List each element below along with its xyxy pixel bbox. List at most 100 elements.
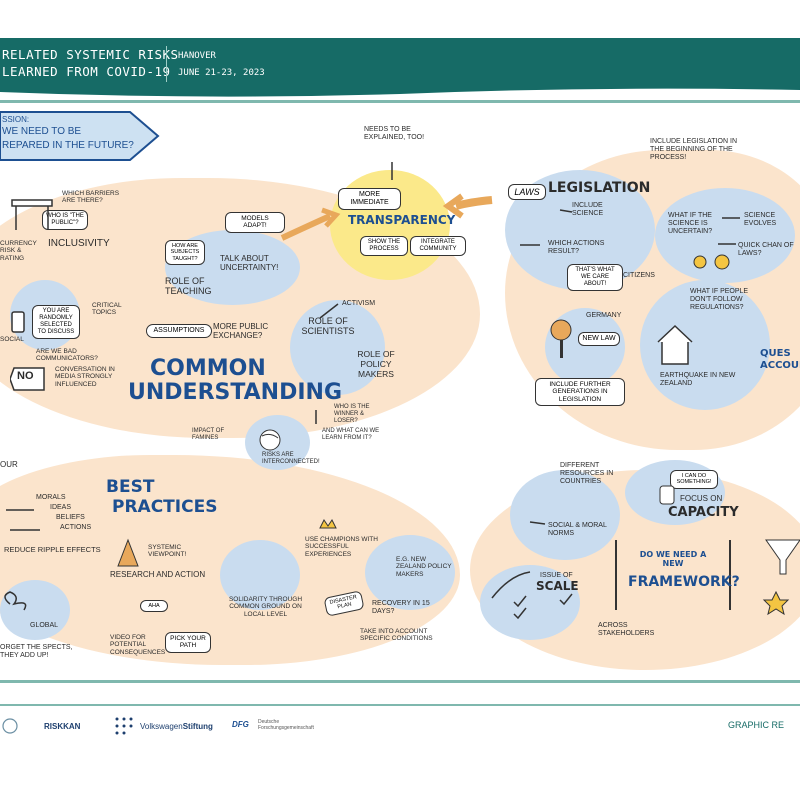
bottom-rule-lower: [0, 704, 800, 706]
best-practices-title-line-1: Best: [106, 477, 155, 497]
earthquake-label: Earthquake in New Zealand: [660, 372, 736, 388]
framework-word: Framework?: [628, 574, 740, 590]
randomly-selected-box: You are randomly selected to discuss: [32, 305, 80, 339]
champions-circle: [365, 535, 455, 610]
volcano-icon: [117, 538, 139, 567]
actions-label: Actions: [60, 524, 92, 531]
recovery-label: Recovery in 15 days?: [372, 600, 430, 616]
use-champions: Use champions with successful experience…: [305, 536, 378, 558]
media-conversation: Conversation in media strongly influence…: [55, 366, 115, 388]
common-understanding-title-line-2: Understanding: [128, 380, 343, 405]
include-legislation-note: Include legislation in the beginning of …: [650, 138, 738, 162]
role-policy-makers: Role of policy makers: [357, 349, 395, 379]
germany-label: Germany: [586, 312, 622, 319]
social-moral-norms: Social & moral norms: [548, 522, 607, 538]
no-label: No: [17, 370, 34, 382]
how-subjects-box: How are subjects taught?: [165, 240, 205, 265]
public-exchange: More public exchange?: [213, 322, 269, 341]
framework-question: Do we need a new: [639, 550, 707, 569]
more-immediate-box: More immediate: [338, 188, 401, 211]
assumptions-cloud: Assumptions: [146, 324, 212, 339]
mission-line-1: we need to be: [2, 126, 82, 137]
header-divider: [166, 46, 167, 82]
volkswagen-logo: VolkswagenStiftung: [140, 722, 213, 731]
different-resources: Different resources in countries: [560, 462, 614, 486]
funnel-icon: [762, 539, 800, 616]
take-into-account: Take into account specific conditions: [360, 628, 433, 643]
volkswagen-logo-a: Volkswagen: [140, 722, 183, 731]
crown-icon: [319, 519, 337, 529]
bottom-rule-upper: [0, 680, 800, 683]
what-we-care-box: That's what we care about!: [567, 264, 623, 291]
which-actions: Which actions result?: [548, 240, 605, 256]
common-understanding-title-line-1: Common: [150, 356, 266, 381]
uncertain-science-note: What if the science is uncertain?: [668, 212, 713, 236]
role-teaching: Role of teaching: [165, 276, 212, 297]
inclusivity-label: Inclusivity: [48, 238, 110, 249]
legislation-title: Legislation: [548, 180, 651, 196]
framework-bracket: [615, 540, 731, 610]
globe-icon: [259, 429, 281, 451]
our-fragment: our: [0, 460, 18, 469]
global-label: Global: [30, 622, 59, 629]
arrows-icon: [6, 162, 740, 599]
accountability-arrow-label: Ques Accoun: [760, 348, 800, 371]
event-location: Hanover: [178, 51, 216, 61]
reduce-ripple: Reduce ripple effects: [4, 545, 101, 554]
sun-icon: [693, 254, 730, 270]
scale-word: Scale: [536, 579, 579, 593]
dfg-logo: DFG: [232, 720, 249, 729]
explained-note-line-2: explained, too!: [364, 134, 425, 142]
forget-aspects: orget the spects, they add up!: [0, 644, 73, 660]
who-is-public-box: Who is "the public"?: [42, 210, 88, 230]
volkswagen-dots-icon: [115, 717, 133, 735]
fist-icon: [659, 485, 675, 505]
follow-regulations-note: What if people don't follow regulations?: [690, 288, 749, 312]
resources-circle: [510, 470, 620, 560]
event-title: Related systemic risks learned from Covi…: [2, 46, 179, 80]
best-practices-title-line-2: Practices: [112, 497, 218, 517]
bow-icon: [4, 591, 27, 611]
transparency-title: Transparency: [348, 213, 456, 227]
research-action: Research and action: [110, 570, 206, 579]
house-icon: [657, 324, 693, 365]
scientists-circle: [290, 300, 385, 395]
event-meta: Hanover June 21-23, 2023: [178, 48, 265, 82]
phone-icon: [11, 311, 25, 333]
risks-interconnected: Risks are interconnected!: [262, 452, 320, 465]
mission-lead: ssion:: [2, 115, 30, 124]
capacity-word: Capacity: [668, 505, 739, 520]
check-icons: [513, 593, 573, 620]
talk-uncertainty: Talk about uncertainty!: [220, 254, 279, 273]
issue-of: Issue of: [540, 572, 573, 579]
science-evolves: Science evolves: [744, 212, 777, 228]
graphic-recording-credit: Graphic Re: [728, 720, 785, 730]
new-law-document: New law: [578, 332, 620, 347]
morals-label: Morals: [36, 494, 66, 501]
footer-bar: [0, 708, 800, 746]
beliefs-label: Beliefs: [56, 514, 85, 521]
critical-topics: Critical topics: [92, 302, 122, 317]
which-barriers: Which barriers are there?: [62, 190, 120, 205]
what-can-we-learn: And what can we learn from it?: [322, 428, 380, 441]
include-science: Include science: [572, 202, 604, 218]
dfg-subtitle: Deutsche Forschungsgemeinschaft: [258, 719, 314, 731]
barrier-icon: [11, 199, 53, 230]
show-process-box: Show the process: [360, 236, 408, 256]
focus-on: Focus on: [680, 494, 723, 503]
video-consequences: Video for potential consequences: [110, 634, 166, 656]
mission-banner: [0, 111, 160, 161]
quick-changes: Quick chan of laws?: [738, 242, 794, 258]
volkswagen-logo-b: Stiftung: [182, 722, 213, 731]
solidarity-label: Solidarity through common ground on loca…: [228, 596, 303, 618]
currency-rating: Currency risk & rating: [0, 240, 37, 262]
can-do-speech: I can do something!: [670, 470, 718, 489]
social-label: social: [0, 336, 24, 343]
integrate-community-box: Integrate community: [410, 236, 466, 256]
eg-new-zealand: E.g. New Zealand policy makers: [396, 556, 452, 578]
global-circle: [0, 580, 70, 640]
tree-icon: [550, 319, 572, 358]
winner-loser: Who is the winner & loser?: [334, 404, 370, 424]
laws-document: Laws: [508, 184, 546, 201]
